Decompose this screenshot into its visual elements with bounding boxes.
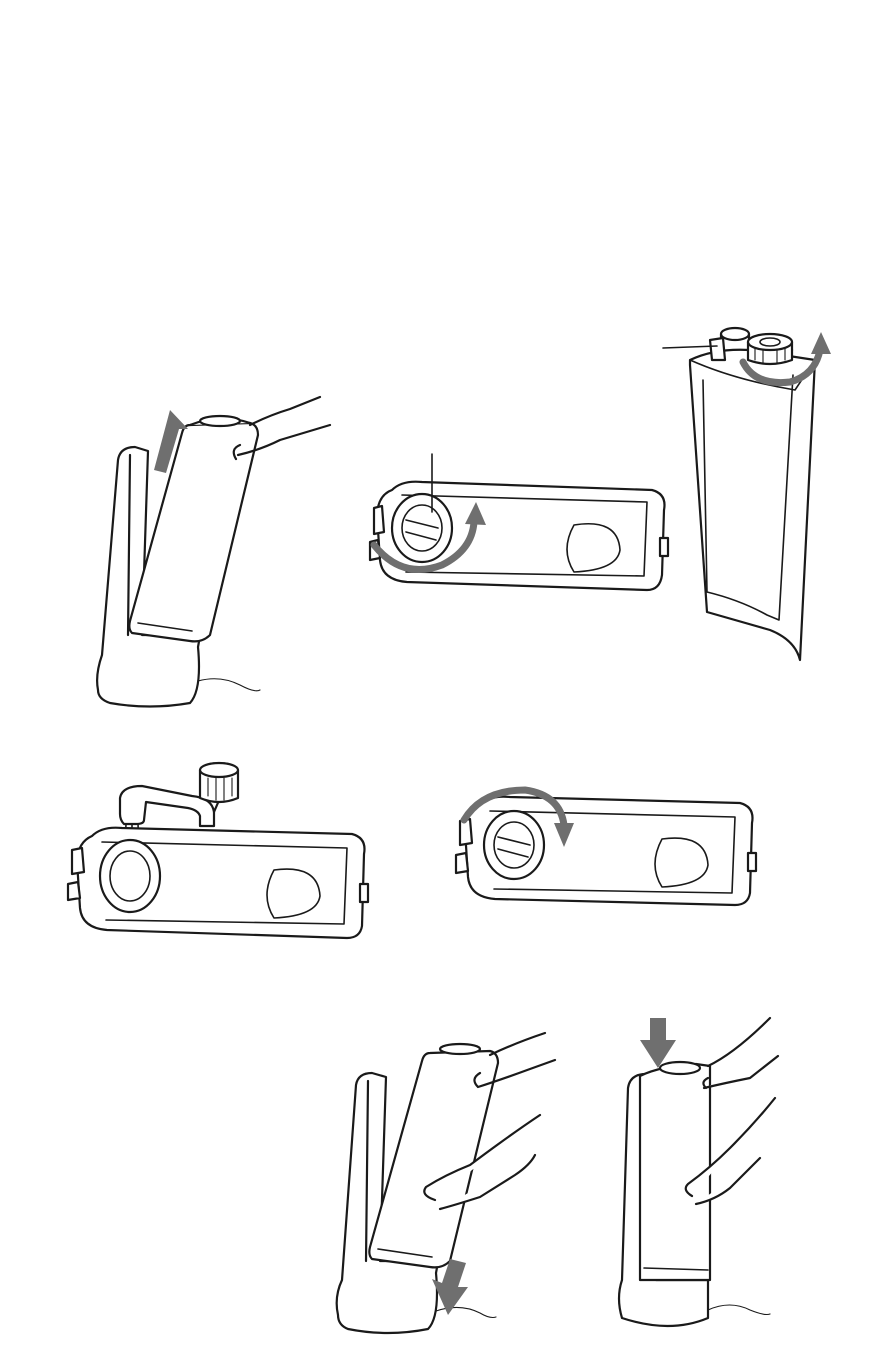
tank-cap-removed xyxy=(748,334,792,364)
power-cord xyxy=(198,679,260,691)
tank-cap xyxy=(392,494,452,562)
power-cord xyxy=(708,1305,770,1315)
power-cord xyxy=(436,1307,496,1317)
tank-body-upright xyxy=(690,350,815,660)
upper-hand xyxy=(703,1018,778,1088)
figure-lift-tank xyxy=(90,385,350,715)
figure-lower-tank xyxy=(330,1025,570,1345)
valve-pointer-line xyxy=(663,346,717,348)
water-tank xyxy=(129,416,258,641)
figure-unscrew-cap xyxy=(362,450,677,600)
figure-press-tank xyxy=(600,1018,800,1345)
figure-screw-cap xyxy=(450,765,780,915)
removed-cap xyxy=(200,763,238,802)
water-tank xyxy=(640,1062,710,1280)
press-down-arrow-icon xyxy=(640,1018,676,1068)
figure-tank-upright xyxy=(655,320,845,665)
figure-fill-faucet xyxy=(62,758,382,943)
